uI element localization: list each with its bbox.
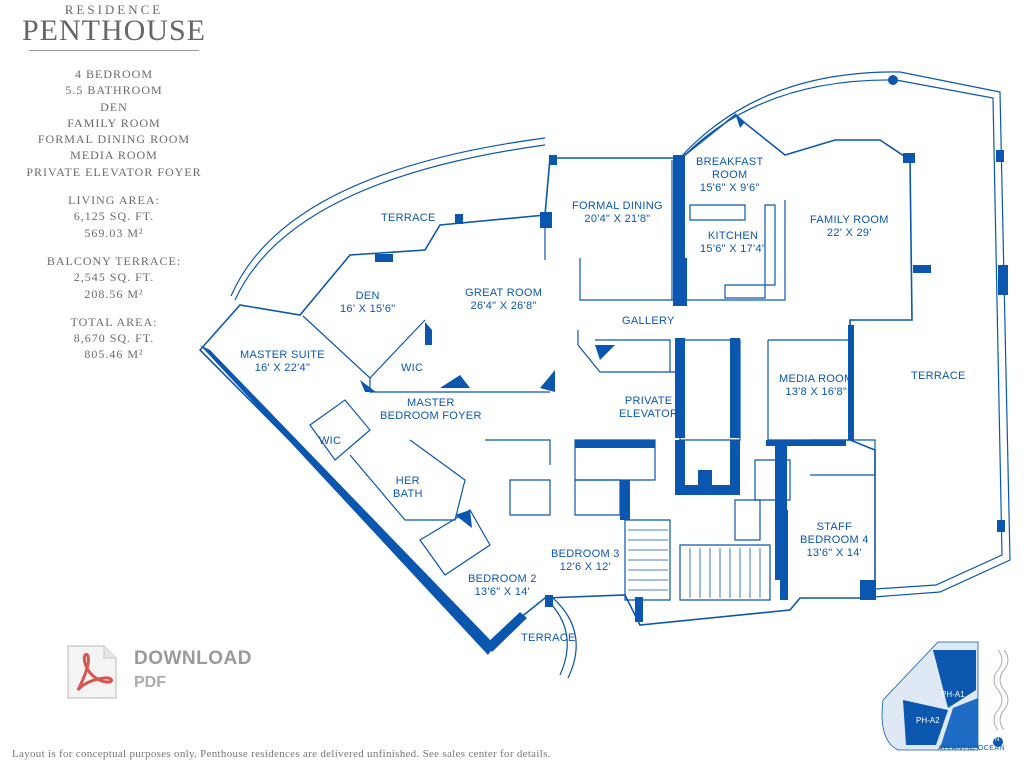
great-name: GREAT ROOM — [465, 287, 543, 299]
floor-plan — [198, 71, 1011, 679]
feature-item: 5.5 BATHROOM — [65, 83, 163, 98]
download-pdf-button[interactable]: DOWNLOAD PDF — [64, 642, 284, 702]
bed3-name: BEDROOM 3 — [551, 548, 620, 560]
private-elevator-label: PRIVATE ELEVATOR — [619, 395, 678, 421]
formal-dining-dim: 20'4" X 21'8" — [584, 213, 651, 225]
unit-ph-a2: PH-A2 — [916, 716, 940, 725]
family-room-label: FAMILY ROOM 22' X 29' — [810, 214, 889, 240]
staff-name: STAFF — [816, 521, 853, 533]
formal-dining-name: FORMAL DINING — [572, 200, 663, 212]
pdf-label: PDF — [134, 674, 166, 691]
terrace-right-label: TERRACE — [911, 370, 966, 382]
master-foyer-name: MASTER — [407, 397, 455, 409]
bed4-dim: 13'6" X 14' — [806, 547, 863, 559]
terrace-bottom-label: TERRACE — [521, 632, 576, 644]
den-dim: 16' X 15'6" — [340, 303, 396, 315]
breakfast-dim: 15'6" X 9'6" — [699, 182, 760, 194]
feature-item: MEDIA ROOM — [70, 148, 158, 163]
brand-divider — [29, 50, 199, 51]
bed4-name: BEDROOM 4 — [800, 534, 869, 546]
terrace-top-label: TERRACE — [381, 212, 436, 224]
master-foyer-label: MASTER BEDROOM FOYER — [380, 397, 482, 423]
bath-name: BATH — [393, 488, 423, 500]
terrace-rail-top — [234, 144, 546, 301]
family-dim: 22' X 29' — [826, 227, 872, 239]
total-area-sqft: 8,670 SQ. FT. — [73, 331, 155, 346]
north-marker: N — [995, 737, 1000, 743]
living-area-m2: 569.03 M² — [84, 225, 144, 240]
bed2-dim: 13'6" X 14' — [474, 586, 531, 598]
bedroom-2-label: BEDROOM 2 13'6" X 14' — [468, 573, 537, 599]
master-suite-label: MASTER SUITE 16' X 22'4" — [240, 349, 325, 375]
balcony-sqft: 2,545 SQ. FT. — [73, 270, 155, 285]
unit-ph-a1: PH-A1 — [941, 690, 965, 699]
atlantic-ocean-label: ATLANTIC OCEAN — [938, 745, 1006, 752]
total-area-m2: 805.46 M² — [84, 347, 144, 362]
feature-item: FORMAL DINING ROOM — [37, 132, 191, 147]
bed2-name: BEDROOM 2 — [468, 573, 537, 585]
living-area-sqft: 6,125 SQ. FT. — [73, 209, 155, 224]
den-name: DEN — [355, 290, 380, 302]
kitchen-name: KITCHEN — [707, 230, 759, 242]
living-area-label: LIVING AREA: — [68, 193, 160, 208]
her-name: HER — [395, 475, 420, 487]
feature-item: PRIVATE ELEVATOR FOYER — [26, 164, 202, 179]
balcony-m2: 208.56 M² — [84, 286, 144, 301]
wic-label-1: WIC — [401, 362, 424, 374]
building-key-map: PH-A1 PH-A2 N ATLANTIC OCEAN — [858, 630, 1018, 760]
master-foyer-name-2: BEDROOM FOYER — [380, 410, 482, 422]
feature-item: DEN — [100, 99, 128, 114]
private-name: PRIVATE — [624, 395, 673, 407]
media-dim: 13'8 X 16'8" — [785, 386, 848, 398]
media-name: MEDIA ROOM — [779, 373, 854, 385]
master-suite-dim: 16' X 22'4" — [254, 362, 311, 374]
kitchen-label: KITCHEN 15'6" X 17'4" — [700, 230, 766, 256]
her-bath-label: HER BATH — [393, 475, 423, 501]
media-room-label: MEDIA ROOM 13'8 X 16'8" — [779, 373, 854, 399]
bedroom-3-label: BEDROOM 3 12'6 X 12' — [551, 548, 620, 574]
kitchen-dim: 15'6" X 17'4" — [700, 243, 767, 255]
den-label: DEN 16' X 15'6" — [340, 290, 395, 316]
breakfast-name: BREAKFAST — [696, 156, 764, 168]
download-label: DOWNLOAD — [134, 648, 252, 669]
master-suite-name: MASTER SUITE — [240, 349, 325, 361]
pdf-icon — [67, 645, 117, 699]
balcony-label: BALCONY TERRACE: — [46, 253, 182, 268]
elevator-name: ELEVATOR — [619, 408, 679, 420]
formal-dining-label: FORMAL DINING 20'4" X 21'8" — [572, 200, 663, 226]
terrace-rail-right — [679, 71, 1011, 599]
wic-label-2: WIC — [319, 435, 342, 447]
bed3-dim: 12'6 X 12' — [559, 561, 611, 573]
feature-item: 4 BEDROOM — [74, 67, 153, 81]
staff-bedroom-label: STAFF BEDROOM 4 13'6" X 14' — [800, 521, 869, 560]
breakfast-name-2: ROOM — [712, 169, 748, 181]
brand-title: PENTHOUSE — [21, 14, 206, 47]
great-room-label: GREAT ROOM 26'4" X 26'8" — [465, 287, 542, 313]
breakfast-room-label: BREAKFAST ROOM 15'6" X 9'6" — [696, 156, 764, 195]
great-dim: 26'4" X 26'8" — [470, 300, 537, 312]
family-name: FAMILY ROOM — [810, 214, 889, 226]
gallery-label: GALLERY — [622, 315, 675, 327]
brand-header: RESIDENCE PENTHOUSE — [14, 2, 214, 51]
disclaimer-text: Layout is for conceptual purposes only. … — [12, 748, 551, 760]
unit-specs: 4 BEDROOM 5.5 BATHROOM DEN FAMILY ROOM F… — [14, 66, 214, 363]
brand-residence: RESIDENCE — [64, 2, 164, 17]
total-area-label: TOTAL AREA: — [70, 314, 158, 329]
feature-item: FAMILY ROOM — [67, 115, 161, 130]
key-map-drawing — [881, 641, 1009, 751]
